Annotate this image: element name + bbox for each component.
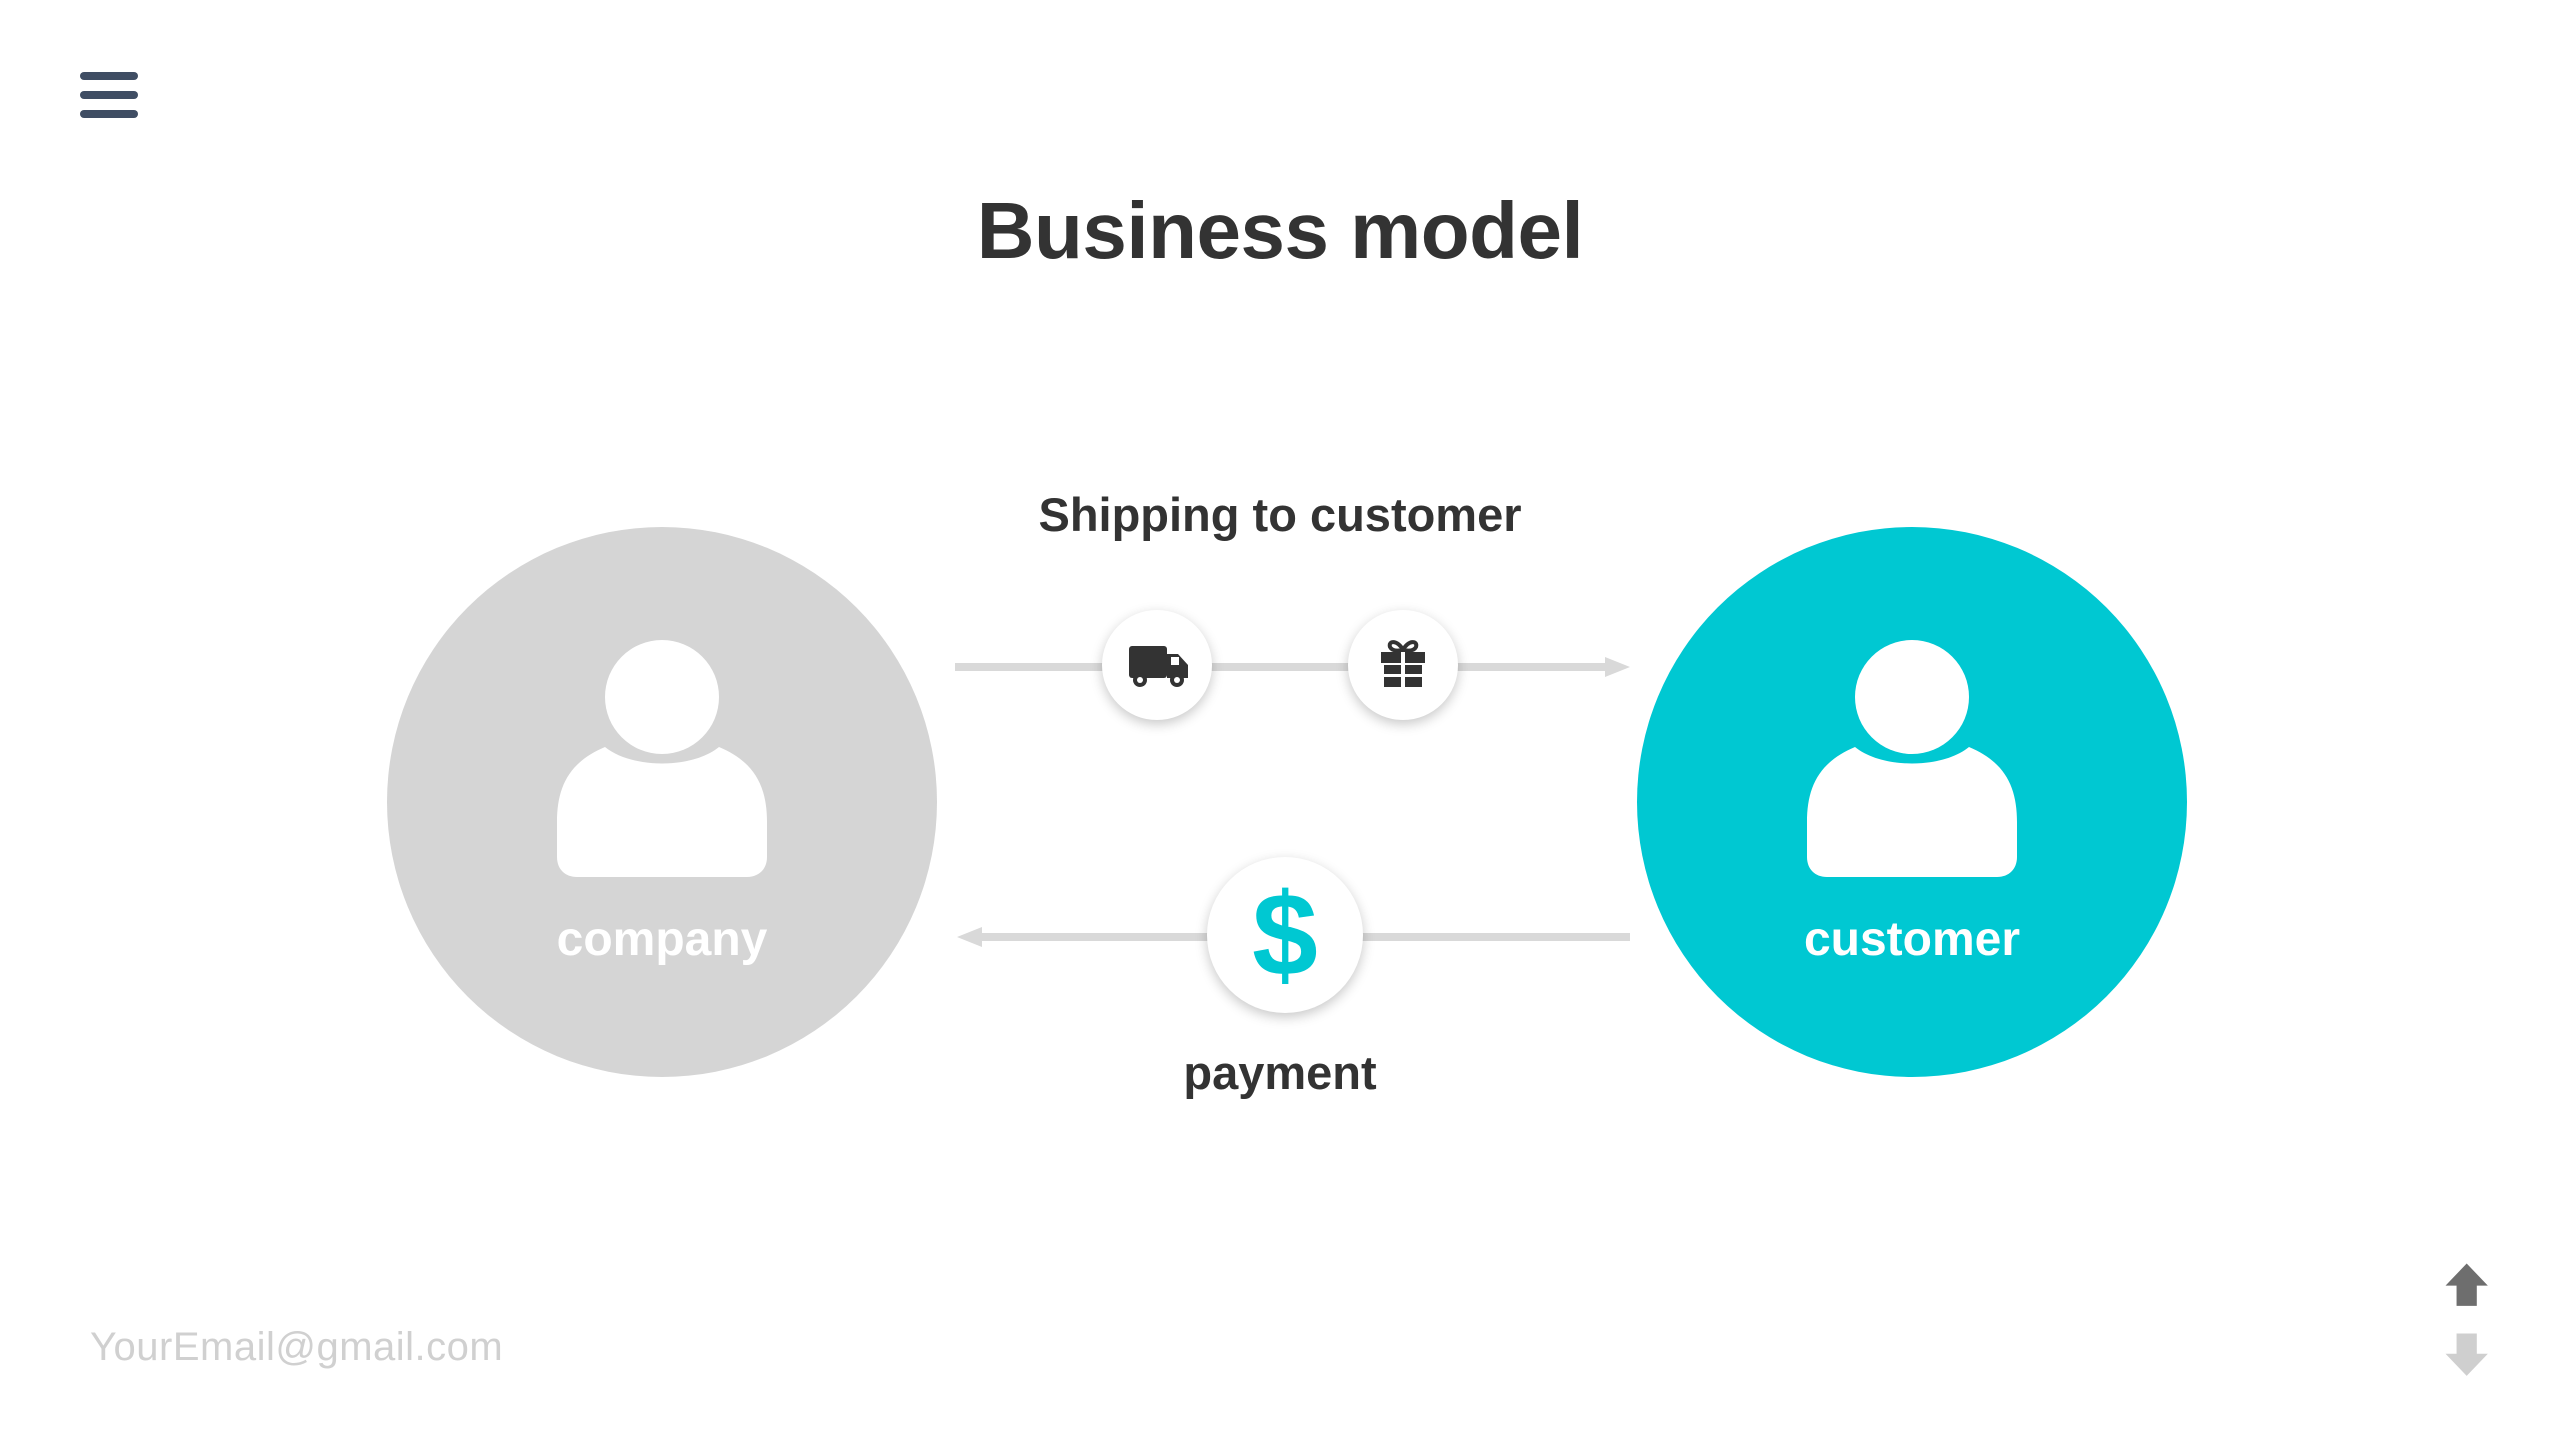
hamburger-menu-icon (80, 72, 138, 80)
truck-icon (1129, 646, 1188, 687)
gift-badge (1348, 610, 1458, 720)
next-slide-button[interactable] (2440, 1328, 2494, 1382)
arrow-down-icon (2445, 1333, 2488, 1376)
payment-label: payment (1183, 1046, 1377, 1099)
dollar-icon: $ (1252, 869, 1318, 1001)
payment-arrowhead (957, 927, 982, 947)
hamburger-menu-icon-bar (80, 91, 138, 99)
company-label: company (556, 913, 768, 966)
company-node: company (387, 527, 937, 1077)
shipping-label: Shipping to customer (1038, 488, 1522, 541)
truck-badge (1102, 610, 1212, 720)
gift-icon (1381, 640, 1425, 687)
footer-email: YourEmail@gmail.com (90, 1325, 504, 1369)
person-icon (557, 640, 767, 877)
previous-slide-button[interactable] (2440, 1258, 2494, 1312)
hamburger-menu-icon-bar (80, 110, 138, 118)
shipping-arrowhead (1605, 657, 1630, 677)
menu-button[interactable] (80, 70, 138, 120)
person-icon (1807, 640, 2017, 877)
customer-node: customer (1637, 527, 2187, 1077)
page-title: Business model (976, 186, 1584, 275)
arrow-up-icon (2445, 1263, 2488, 1306)
customer-label: customer (1803, 913, 2021, 966)
payment-badge: $ (1207, 857, 1363, 1013)
